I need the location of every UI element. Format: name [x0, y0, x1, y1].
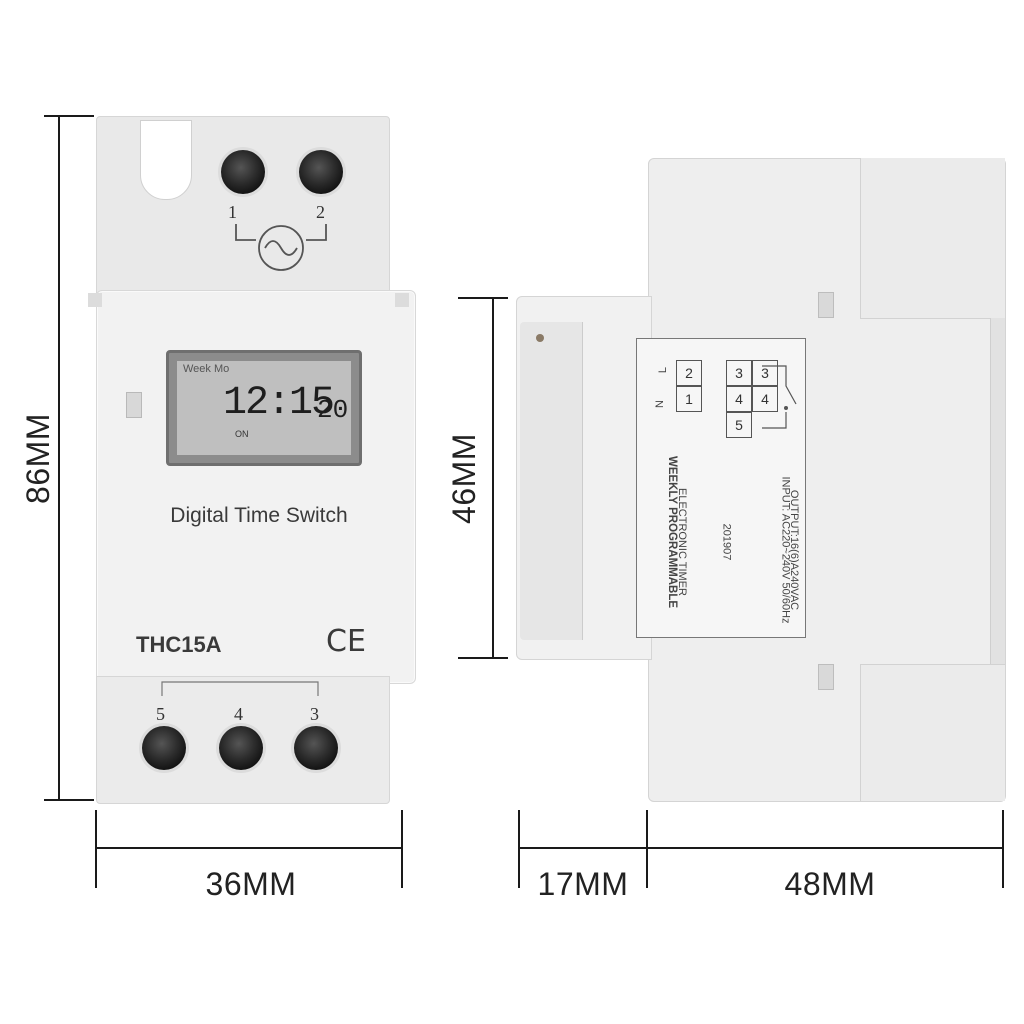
- lcd-seconds: 20: [317, 395, 349, 425]
- screw-terminal-2: [299, 150, 343, 194]
- side-notch-bottom: [818, 664, 834, 690]
- dim-17-right-tick: [646, 810, 648, 888]
- label-output-spec: OUTPUT:16(6)A240VAC: [788, 489, 801, 611]
- clip-left: [88, 293, 102, 307]
- lcd-week: Week Mo: [183, 363, 230, 375]
- dim-46-label: 46MM: [445, 432, 482, 524]
- clip-right: [395, 293, 409, 307]
- bottom-bus-lines: [161, 681, 319, 696]
- dim-46-top-tick: [458, 297, 508, 299]
- dim-36-label: 36MM: [205, 866, 297, 902]
- lid-hinge: [520, 322, 583, 640]
- dim-17-left-tick: [518, 810, 520, 888]
- lcd-display: Week Mo 12:15 20 ON: [166, 350, 362, 466]
- dim-46-line: [492, 298, 494, 658]
- ce-mark: CE: [326, 624, 366, 659]
- label-electronic-timer: ELECTRONIC TIMER: [675, 488, 688, 596]
- lcd-on-state: ON: [235, 429, 249, 439]
- screw-terminal-5: [142, 726, 186, 770]
- screw-terminal-1: [221, 150, 265, 194]
- lid-pin: [536, 334, 544, 342]
- din-rail-groove: [990, 318, 1005, 664]
- terminal-label-1: 1: [228, 202, 237, 222]
- product-label: Digital Time Switch: [170, 504, 348, 527]
- relay-terminal-4b: 4: [752, 386, 778, 412]
- dim-48-right-tick: [1002, 810, 1004, 888]
- dim-86-bottom-tick: [44, 799, 94, 801]
- dim-48-label: 48MM: [784, 866, 876, 902]
- relay-contact-diagram: [762, 365, 797, 429]
- relay-terminal-2: 2: [676, 360, 702, 386]
- power-symbol-icon: [235, 224, 327, 271]
- lcd-time: 12:15: [223, 381, 335, 426]
- lcd-screen: Week Mo 12:15 20 ON: [177, 361, 351, 455]
- screw-terminal-4: [219, 726, 263, 770]
- dim-36-right-tick: [401, 810, 403, 888]
- dim-86-top-tick: [44, 115, 94, 117]
- dim-86-label-wrap: 86MM: [0, 413, 98, 504]
- dim-46-bottom-tick: [458, 657, 508, 659]
- dim-86-line: [58, 116, 60, 800]
- terminal-label-4: 4: [234, 704, 243, 724]
- relay-terminal-3: 3: [726, 360, 752, 386]
- side-bottom-step: [860, 664, 1005, 801]
- relay-terminal-4: 4: [726, 386, 752, 412]
- relay-terminal-3b: 3: [752, 360, 778, 386]
- top-slot: [140, 120, 192, 200]
- relay-terminal-5b: 5: [726, 412, 752, 438]
- label-text-block: WEEKLY PROGRAMMABLE ELECTRONIC TIMER 201…: [636, 338, 804, 636]
- model-label: THC15A: [136, 632, 222, 657]
- side-top-step: [860, 158, 1005, 319]
- status-led: [126, 392, 142, 418]
- dim-depth-line: [518, 847, 1004, 849]
- dim-36-line: [95, 847, 403, 849]
- relay-terminal-1: 1: [676, 386, 702, 412]
- dim-46-label-wrap: 46MM: [404, 433, 524, 524]
- side-notch-top: [818, 292, 834, 318]
- dim-17-label: 17MM: [537, 866, 629, 902]
- dim-36-left-tick: [95, 810, 97, 888]
- screw-terminal-3: [294, 726, 338, 770]
- terminal-label-5: 5: [156, 704, 165, 724]
- label-date-code: 201907: [720, 523, 733, 561]
- terminal-label-2: 2: [316, 202, 325, 222]
- terminal-label-3: 3: [310, 704, 319, 724]
- dim-86-label: 86MM: [19, 412, 56, 504]
